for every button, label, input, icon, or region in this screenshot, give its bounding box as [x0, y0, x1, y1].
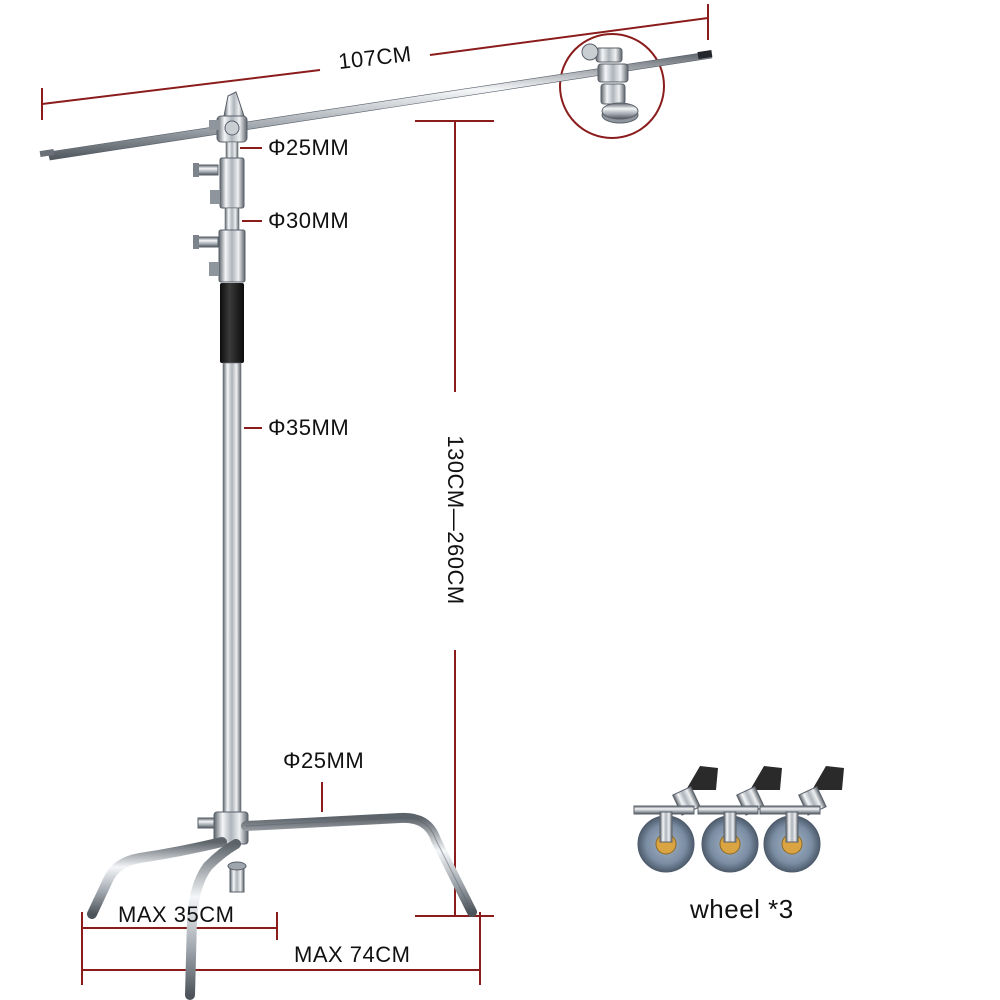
base-inner-span-label: MAX 35CM	[118, 902, 235, 927]
base-outer-span-label: MAX 74CM	[294, 942, 411, 967]
caster-wheels	[633, 766, 844, 873]
grip-head-detail-image	[581, 43, 639, 124]
detail-callout-circle	[559, 33, 665, 139]
boom-dimension-line-left	[41, 69, 321, 105]
middle-riser-diameter-label: Φ30MM	[268, 208, 350, 233]
boom-arm	[39, 49, 713, 161]
height-range-label: 130CM—260CM	[443, 435, 468, 605]
dimension-lines	[41, 4, 709, 985]
caster-wheel	[759, 766, 844, 873]
caster-wheel	[633, 766, 718, 873]
wheel-count-label: wheel *3	[690, 894, 794, 924]
turtle-base	[87, 811, 477, 1000]
boom-dimension-line-right	[429, 17, 709, 56]
main-tube-diameter-label: Φ35MM	[268, 415, 350, 440]
stand-column	[193, 141, 246, 819]
leg-diameter-label: Φ25MM	[283, 748, 365, 773]
caster-wheel	[697, 766, 782, 873]
upper-riser-diameter-label: Φ25MM	[268, 135, 350, 160]
